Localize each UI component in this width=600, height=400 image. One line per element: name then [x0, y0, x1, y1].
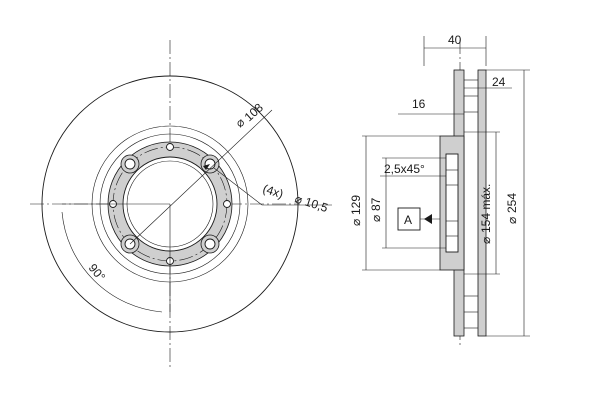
hub-notch [223, 200, 231, 208]
dim-154-symbol: ⌀ [479, 237, 493, 244]
dim-hole-symbol: ⌀ [293, 192, 304, 208]
dim-254: 254 [505, 193, 519, 213]
angle-label: 90° [86, 261, 109, 284]
angle-arc [61, 211, 163, 313]
outer-disc-edge [41, 75, 299, 333]
dim-87: 87 [369, 197, 383, 211]
datum-label: A [404, 213, 412, 227]
hub-notch [166, 143, 174, 151]
section-view: 40 24 16 2,5x45° ⌀ 129 ⌀ 87 A ⌀ 154 máx. [349, 33, 530, 345]
dim-16: 16 [412, 97, 426, 111]
dim-154: 154 máx. [479, 184, 493, 233]
dim-108-value: 108 [242, 100, 266, 124]
dim-129-symbol: ⌀ [349, 219, 363, 226]
dim-hole-leader [213, 167, 263, 206]
bolt-hole [204, 238, 216, 250]
friction-plate-inner [477, 69, 487, 337]
hub-bore-section [445, 153, 459, 253]
dim-chamfer: 2,5x45° [384, 162, 425, 176]
dim-108-arrow [203, 164, 210, 170]
dim-87-symbol: ⌀ [369, 215, 383, 222]
front-view: ⌀ 108 (4x) ⌀ 10,5 90° [30, 40, 332, 370]
dim-40: 40 [448, 33, 462, 47]
dim-254-symbol: ⌀ [505, 217, 519, 224]
dim-108-leader [129, 109, 273, 245]
dim-129: 129 [349, 195, 363, 215]
bolt-hole [124, 158, 136, 170]
dim-hole-value: 10,5 [303, 195, 330, 216]
datum-triangle [424, 214, 432, 224]
dim-24: 24 [492, 75, 506, 89]
dim-hole-count: (4x) [261, 182, 285, 202]
